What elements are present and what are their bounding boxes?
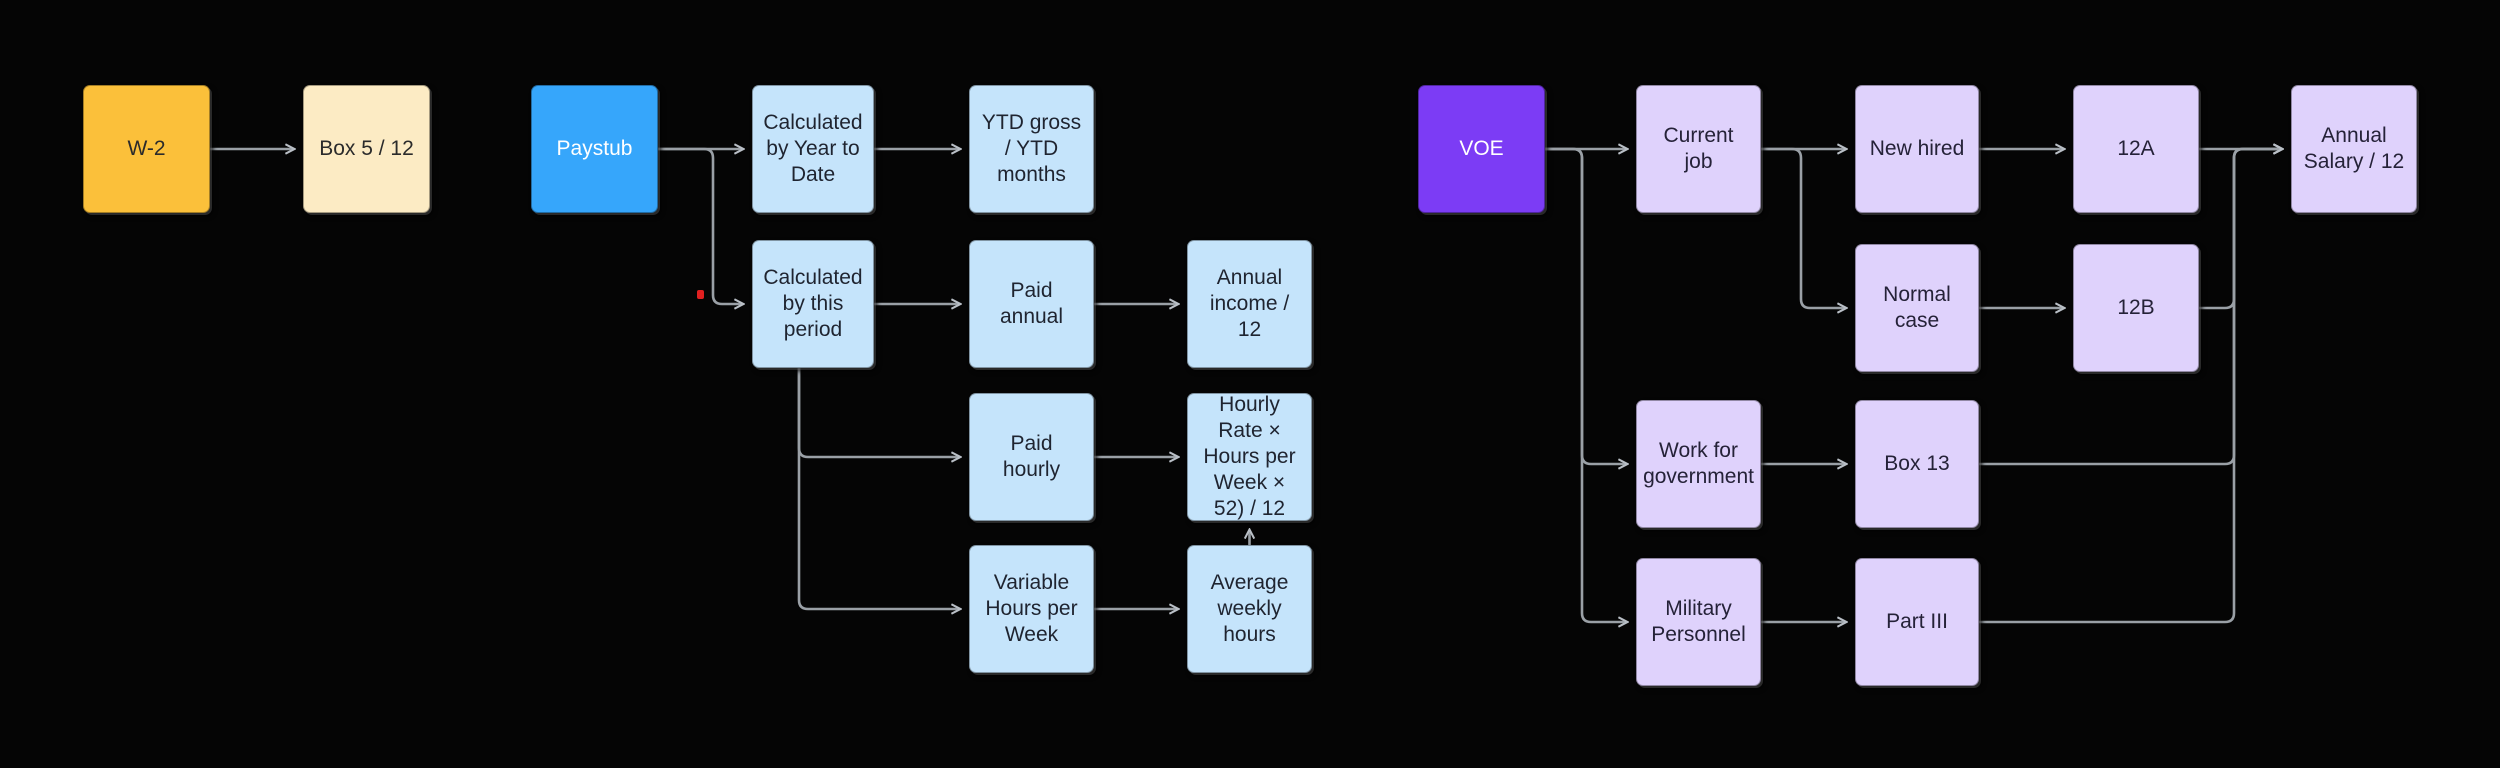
node-w2[interactable]: W-2 [83,85,210,213]
node-label: New hired [1869,137,1965,160]
node-label: YTD gross / YTD months [981,111,1082,186]
node-avg_weekly[interactable]: Average weekly hours [1187,545,1312,673]
node-box13[interactable]: Box 13 [1855,400,1979,528]
edge-line [797,368,960,457]
edge-marker-dot [697,290,704,299]
edge-line [1545,147,1627,622]
node-calc_ytd[interactable]: Calculated by Year to Date [752,85,874,213]
node-box5[interactable]: Box 5 / 12 [303,85,430,213]
node-paystub[interactable]: Paystub [531,85,658,213]
node-label: Average weekly hours [1210,571,1289,646]
node-ytd_gross[interactable]: YTD gross / YTD months [969,85,1094,213]
edge-line [797,368,960,609]
edge-line [1979,149,2282,624]
node-label: Military Personnel [1651,597,1746,646]
node-label: Current job [1663,124,1734,173]
node-voe[interactable]: VOE [1418,85,1545,213]
node-annual_sal12[interactable]: Annual Salary / 12 [2291,85,2417,213]
node-label: Annual Salary / 12 [2303,124,2405,173]
node-label: Paystub [556,137,633,160]
node-current_job[interactable]: Current job [1636,85,1761,213]
node-label: Calculated by Year to Date [763,111,863,186]
node-label: Annual income / 12 [1209,266,1290,341]
node-label: Work for government [1643,439,1754,488]
node-label: Box 13 [1884,452,1950,475]
edge-line [1545,147,1627,464]
node-label: W-2 [127,137,166,160]
node-n12b[interactable]: 12B [2073,244,2199,372]
node-label: Paid hourly [1002,432,1061,481]
node-label: 12A [2117,137,2155,160]
node-part3[interactable]: Part III [1855,558,1979,686]
node-label: Variable Hours per Week [985,571,1078,646]
edge-line [1761,147,1846,308]
node-paid_annual[interactable]: Paid annual [969,240,1094,368]
node-military[interactable]: Military Personnel [1636,558,1761,686]
node-paid_hourly[interactable]: Paid hourly [969,393,1094,521]
node-new_hired[interactable]: New hired [1855,85,1979,213]
edge-line [658,147,743,304]
node-calc_period[interactable]: Calculated by this period [752,240,874,368]
node-label: Part III [1886,610,1948,633]
node-normal_case[interactable]: Normal case [1855,244,1979,372]
node-label: Paid annual [999,279,1064,328]
node-label: Calculated by this period [763,266,863,341]
node-work_gov[interactable]: Work for government [1636,400,1761,528]
node-label: Box 5 / 12 [319,137,414,160]
node-label: 12B [2117,296,2155,319]
node-label: Normal case [1883,283,1951,332]
node-label: VOE [1459,137,1504,160]
node-var_hours[interactable]: Variable Hours per Week [969,545,1094,673]
node-annual_inc12[interactable]: Annual income / 12 [1187,240,1312,368]
node-label: Hourly Rate × Hours per Week × 52) / 12 [1203,393,1296,520]
node-n12a[interactable]: 12A [2073,85,2199,213]
edge-line [2199,149,2282,310]
node-hourly_rate[interactable]: Hourly Rate × Hours per Week × 52) / 12 [1187,393,1312,521]
